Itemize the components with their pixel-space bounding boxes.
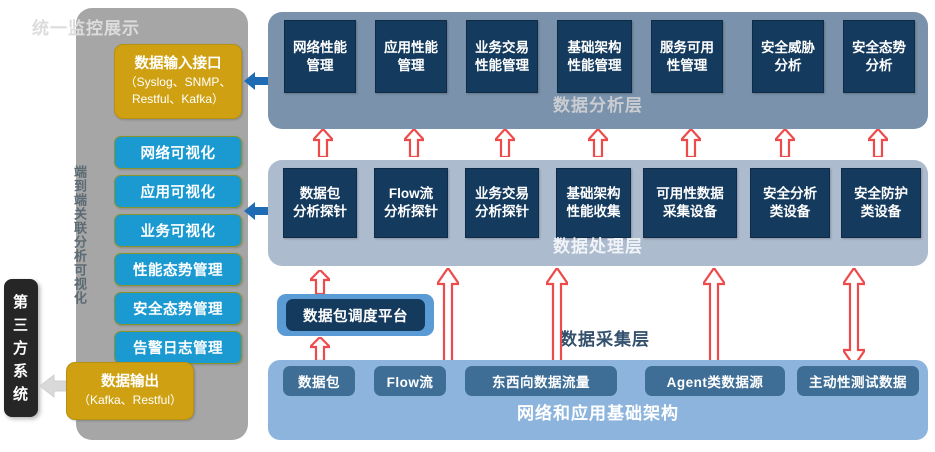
third-party-system-box: 第三方系统 <box>4 279 38 417</box>
processing-box-line1: 业务交易 <box>475 186 529 201</box>
data-analysis-layer-caption: 数据分析层 <box>553 96 643 115</box>
data-output-interface-title: 数据输出 <box>101 374 159 390</box>
analysis-box-line1: 服务可用 <box>660 39 714 55</box>
analysis-box-line2: 性管理 <box>666 57 708 73</box>
sidebar-item-label: 告警日志管理 <box>133 341 223 357</box>
source-box-active-test-data[interactable]: 主动性测试数据 <box>797 366 919 396</box>
analysis-box-line1: 网络性能 <box>293 39 347 55</box>
sidebar-item-label: 业务可视化 <box>140 224 216 240</box>
packet-dispatch-platform-label: 数据包调度平台 <box>303 308 408 325</box>
agent-source-to-processing-arrow <box>703 268 725 366</box>
processing-box-business-transaction-analysis-probe[interactable]: 业务交易 分析探针 <box>465 168 539 238</box>
source-box-label: 东西向数据流量 <box>492 375 590 390</box>
processing-box-line1: Flow流 <box>388 186 434 201</box>
analysis-box-line1: 安全态势 <box>852 39 906 55</box>
source-box-packets[interactable]: 数据包 <box>283 366 355 396</box>
data-output-to-third-party-arrow <box>40 373 76 399</box>
processing-box-line1: 数据包 <box>299 186 341 201</box>
processing-box-line2: 分析探针 <box>475 204 529 219</box>
packet-dispatch-platform-box[interactable]: 数据包调度平台 <box>286 299 425 331</box>
sidebar-item-business-visualization[interactable]: 业务可视化 <box>114 214 242 247</box>
processing-box-security-analysis-device[interactable]: 安全分析 类设备 <box>750 168 830 238</box>
source-box-label: 数据包 <box>298 375 340 390</box>
sidebar-item-label: 性能态势管理 <box>133 263 223 279</box>
source-box-label: 主动性测试数据 <box>809 375 907 390</box>
analysis-box-line2: 分析 <box>865 57 893 73</box>
processing-box-line2: 类设备 <box>860 204 902 219</box>
data-processing-layer-caption: 数据处理层 <box>553 237 643 256</box>
analysis-box-line2: 性能管理 <box>475 57 529 73</box>
end-to-end-correlation-label: 端到端关联分析可视化 <box>72 165 87 305</box>
processing-box-security-protection-device[interactable]: 安全防护 类设备 <box>841 168 921 238</box>
processing-box-packet-analysis-probe[interactable]: 数据包 分析探针 <box>283 168 357 238</box>
data-input-interface-subtitle-1: （Syslog、SNMP、 <box>124 75 232 89</box>
analysis-box-application-performance-management[interactable]: 应用性能 管理 <box>375 20 447 93</box>
third-party-system-label: 第三方系统 <box>12 293 29 403</box>
analysis-box-line1: 基础架构 <box>567 39 622 55</box>
sidebar-item-label: 网络可视化 <box>140 146 216 162</box>
active-test-data-bidirectional-arrow <box>843 268 865 366</box>
data-collection-layer-caption: 数据采集层 <box>560 330 650 349</box>
analysis-box-line1: 业务交易 <box>475 39 529 55</box>
processing-box-flow-analysis-probe[interactable]: Flow流 分析探针 <box>374 168 448 238</box>
analysis-box-line2: 管理 <box>306 57 334 73</box>
processing-to-visualization-arrow <box>244 202 272 220</box>
processing-box-line1: 基础架构 <box>566 186 621 201</box>
processing-box-line2: 类设备 <box>769 204 811 219</box>
analysis-box-security-threat-analysis[interactable]: 安全威胁 分析 <box>752 20 824 93</box>
processing-box-line2: 性能收集 <box>566 204 621 219</box>
data-output-interface-subtitle-1: （Kafka、Restful） <box>77 393 183 407</box>
analysis-box-infrastructure-performance-management[interactable]: 基础架构 性能管理 <box>557 20 632 93</box>
sidebar-item-network-visualization[interactable]: 网络可视化 <box>114 136 242 169</box>
network-application-infrastructure-caption: 网络和应用基础架构 <box>517 404 679 423</box>
processing-box-line1: 安全分析 <box>763 186 817 201</box>
analysis-box-network-performance-management[interactable]: 网络性能 管理 <box>284 20 356 93</box>
analysis-box-line2: 管理 <box>397 57 425 73</box>
data-input-interface-subtitle-2: Restful、Kafka） <box>131 92 225 106</box>
east-west-traffic-to-processing-arrow <box>546 268 568 366</box>
data-input-interface-box[interactable]: 数据输入接口 （Syslog、SNMP、 Restful、Kafka） <box>114 44 242 119</box>
source-box-label: Flow流 <box>386 375 434 390</box>
processing-to-analysis-arrow-1 <box>313 129 333 157</box>
source-box-agent-data[interactable]: Agent类数据源 <box>645 366 785 396</box>
sidebar-item-performance-situation-management[interactable]: 性能态势管理 <box>114 253 242 286</box>
sidebar-item-application-visualization[interactable]: 应用可视化 <box>114 175 242 208</box>
packet-source-to-dispatch-arrow <box>310 337 330 361</box>
processing-box-line2: 分析探针 <box>293 204 347 219</box>
processing-to-analysis-arrow-4 <box>588 129 608 157</box>
processing-box-line1: 安全防护 <box>854 186 908 201</box>
source-box-east-west-traffic[interactable]: 东西向数据流量 <box>465 366 617 396</box>
analysis-box-business-transaction-performance-management[interactable]: 业务交易 性能管理 <box>466 20 538 93</box>
processing-box-infrastructure-performance-collection[interactable]: 基础架构 性能收集 <box>556 168 631 238</box>
sidebar-item-label: 应用可视化 <box>140 185 216 201</box>
analysis-box-service-availability-management[interactable]: 服务可用 性管理 <box>651 20 723 93</box>
processing-to-analysis-arrow-3 <box>495 129 515 157</box>
sidebar-item-alarm-log-management[interactable]: 告警日志管理 <box>114 331 242 364</box>
analysis-box-line1: 安全威胁 <box>761 39 815 55</box>
processing-to-analysis-arrow-6 <box>775 129 795 157</box>
analysis-box-line2: 性能管理 <box>567 57 622 73</box>
dispatch-to-processing-arrow <box>310 270 330 294</box>
processing-to-analysis-arrow-7 <box>868 129 888 157</box>
processing-to-analysis-arrow-2 <box>404 129 424 157</box>
sidebar-item-security-situation-management[interactable]: 安全态势管理 <box>114 292 242 325</box>
processing-box-line2: 分析探针 <box>384 204 438 219</box>
sidebar-item-label: 安全态势管理 <box>133 302 223 318</box>
processing-box-line2: 采集设备 <box>663 204 717 219</box>
analysis-to-input-interface-arrow <box>244 72 272 90</box>
source-box-label: Agent类数据源 <box>666 375 764 390</box>
analysis-box-line1: 应用性能 <box>384 39 438 55</box>
data-input-interface-title: 数据输入接口 <box>134 56 222 72</box>
processing-box-availability-data-collection-device[interactable]: 可用性数据 采集设备 <box>643 168 737 238</box>
flow-source-to-processing-arrow <box>437 268 459 366</box>
analysis-box-line2: 分析 <box>774 57 802 73</box>
processing-to-analysis-arrow-5 <box>681 129 701 157</box>
data-output-interface-box[interactable]: 数据输出 （Kafka、Restful） <box>66 362 194 420</box>
processing-box-line1: 可用性数据 <box>656 186 724 201</box>
analysis-box-security-situation-analysis[interactable]: 安全态势 分析 <box>843 20 915 93</box>
source-box-flow[interactable]: Flow流 <box>374 366 446 396</box>
unified-monitoring-title: 统一监控展示 <box>32 19 140 38</box>
